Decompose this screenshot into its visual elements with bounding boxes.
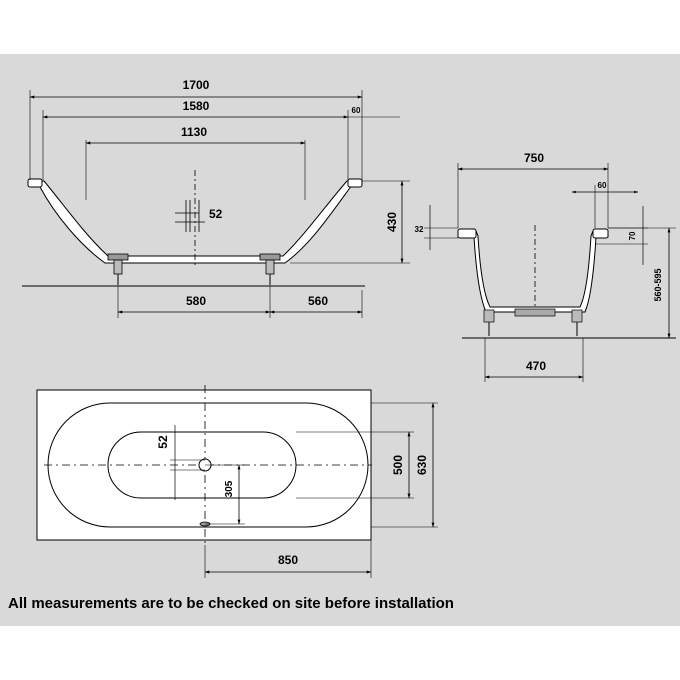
dim-end-height-range: 560-595 [653, 268, 663, 301]
dim-side-length-bottom: 1130 [181, 125, 207, 139]
dim-end-rim-height: 70 [628, 231, 637, 240]
dim-side-drain-offset: 52 [209, 207, 223, 221]
dim-end-rim-width: 60 [598, 181, 607, 190]
top-view: 52 305 500 630 850 [36, 385, 438, 578]
dim-top-overflow-offset: 305 [224, 480, 235, 497]
side-view: 1700 1580 60 1130 52 430 580 560 [22, 78, 410, 318]
dim-end-rim-drop: 32 [415, 225, 424, 234]
side-drain-mark [175, 200, 205, 232]
end-tub-body [457, 230, 609, 313]
side-foot-left [107, 253, 129, 285]
side-rim-right [347, 178, 363, 188]
dim-side-length-inner: 1580 [183, 99, 210, 113]
end-rim-right [592, 228, 609, 239]
dim-end-foot-span: 470 [526, 359, 546, 373]
end-rim-left [457, 228, 477, 239]
dim-end-width-total: 750 [524, 151, 544, 165]
dim-top-inner-width: 500 [391, 455, 405, 475]
end-feet [483, 308, 583, 336]
dim-top-outer-width: 630 [415, 455, 429, 475]
side-foot-right [259, 253, 281, 285]
dim-top-center-length: 850 [278, 553, 298, 567]
dim-side-foot-left: 580 [186, 294, 206, 308]
end-view: 750 60 32 70 560-595 470 [415, 151, 676, 382]
dim-side-depth: 430 [385, 212, 399, 232]
installation-note: All measurements are to be checked on si… [8, 595, 454, 612]
side-rim-left [27, 178, 43, 188]
dim-top-drain-offset: 52 [156, 435, 170, 449]
dim-side-rim-width: 60 [352, 106, 361, 115]
dim-side-foot-right: 560 [308, 294, 328, 308]
dim-side-length-total: 1700 [183, 78, 210, 92]
